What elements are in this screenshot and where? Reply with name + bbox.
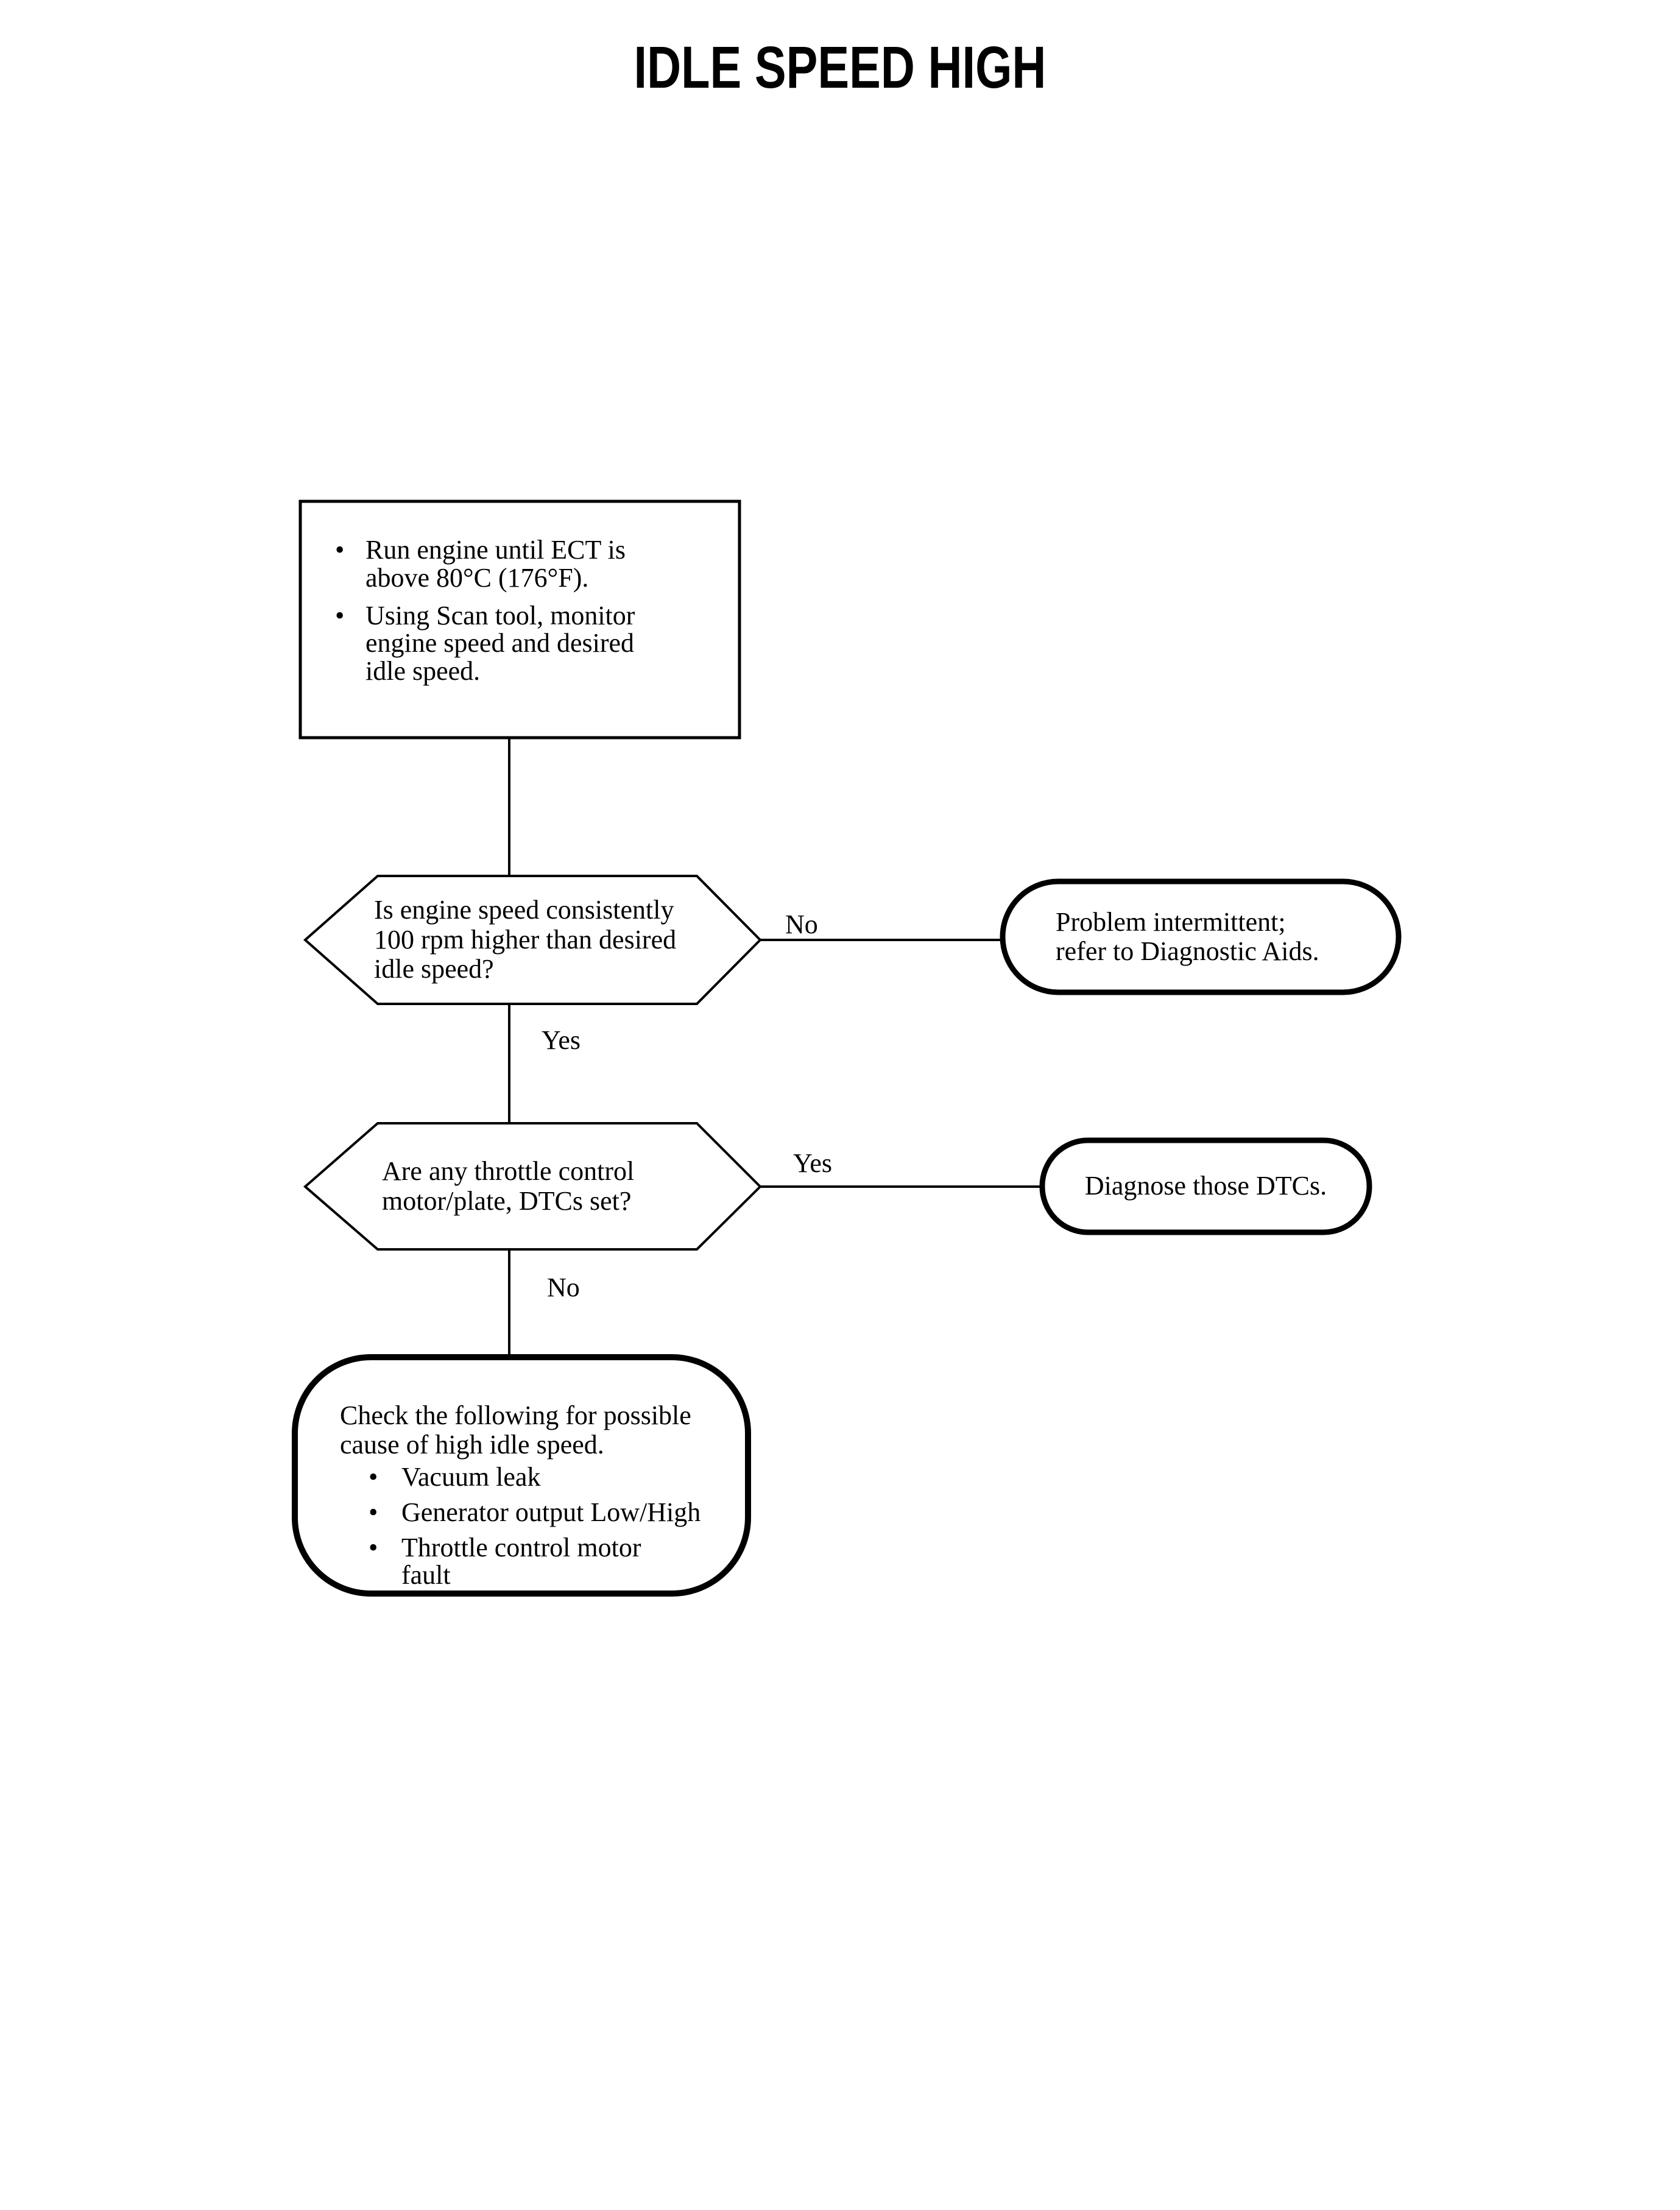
result2-node: Diagnose those DTCs.: [1042, 1140, 1369, 1232]
bullet-icon: [335, 602, 365, 630]
list-item: Using Scan tool, monitor engine speed an…: [335, 600, 713, 686]
bullet-icon: [335, 536, 365, 564]
list-item-text: Generator output Low/High: [401, 1497, 701, 1527]
bullet-icon: [369, 1534, 401, 1562]
list-item: Run engine until ECT is above 80°C (176°…: [335, 536, 713, 592]
start-box-shape: [298, 500, 741, 740]
decision1-no-label: No: [785, 909, 818, 939]
decision2-question: Are any throttle control motor/plate, DT…: [382, 1156, 635, 1216]
check-box-list: Vacuum leak Generator output Low/High Th…: [369, 1463, 728, 1589]
bullet-icon: [369, 1499, 401, 1527]
result2-shape: [1039, 1137, 1372, 1235]
check-box-intro: Check the following for possible cause o…: [340, 1400, 691, 1460]
decision2-node: Are any throttle control motor/plate, DT…: [305, 1123, 760, 1249]
decision1-yes-label: Yes: [542, 1025, 581, 1055]
decision2-no-label: No: [547, 1273, 580, 1302]
start-box-text: Run engine until ECT is above 80°C (176°…: [335, 536, 713, 685]
result2-text: Diagnose those DTCs.: [1084, 1171, 1327, 1201]
bullet-icon: [369, 1463, 401, 1491]
decision2-yes-label: Yes: [793, 1148, 833, 1178]
decision1-node: Is engine speed consistently 100 rpm hig…: [305, 876, 760, 1004]
list-item-text: Vacuum leak: [401, 1462, 541, 1492]
check-box-shape: [292, 1354, 751, 1597]
list-item: Vacuum leak: [369, 1463, 728, 1491]
list-item-text: Using Scan tool, monitor engine speed an…: [365, 600, 635, 686]
list-item-text: Throttle control motor fault: [401, 1532, 641, 1590]
list-item: Throttle control motor fault: [369, 1532, 728, 1590]
list-item-text: Run engine until ECT is above 80°C (176°…: [365, 535, 626, 593]
page-title: IDLE SPEED HIGH: [634, 34, 1046, 101]
result1-text: Problem intermittent; refer to Diagnosti…: [1056, 906, 1319, 966]
decision1-question: Is engine speed consistently 100 rpm hig…: [374, 895, 677, 984]
result1-shape: [1000, 878, 1402, 995]
result1-node: Problem intermittent; refer to Diagnosti…: [1003, 881, 1399, 992]
list-item: Generator output Low/High: [369, 1497, 728, 1527]
